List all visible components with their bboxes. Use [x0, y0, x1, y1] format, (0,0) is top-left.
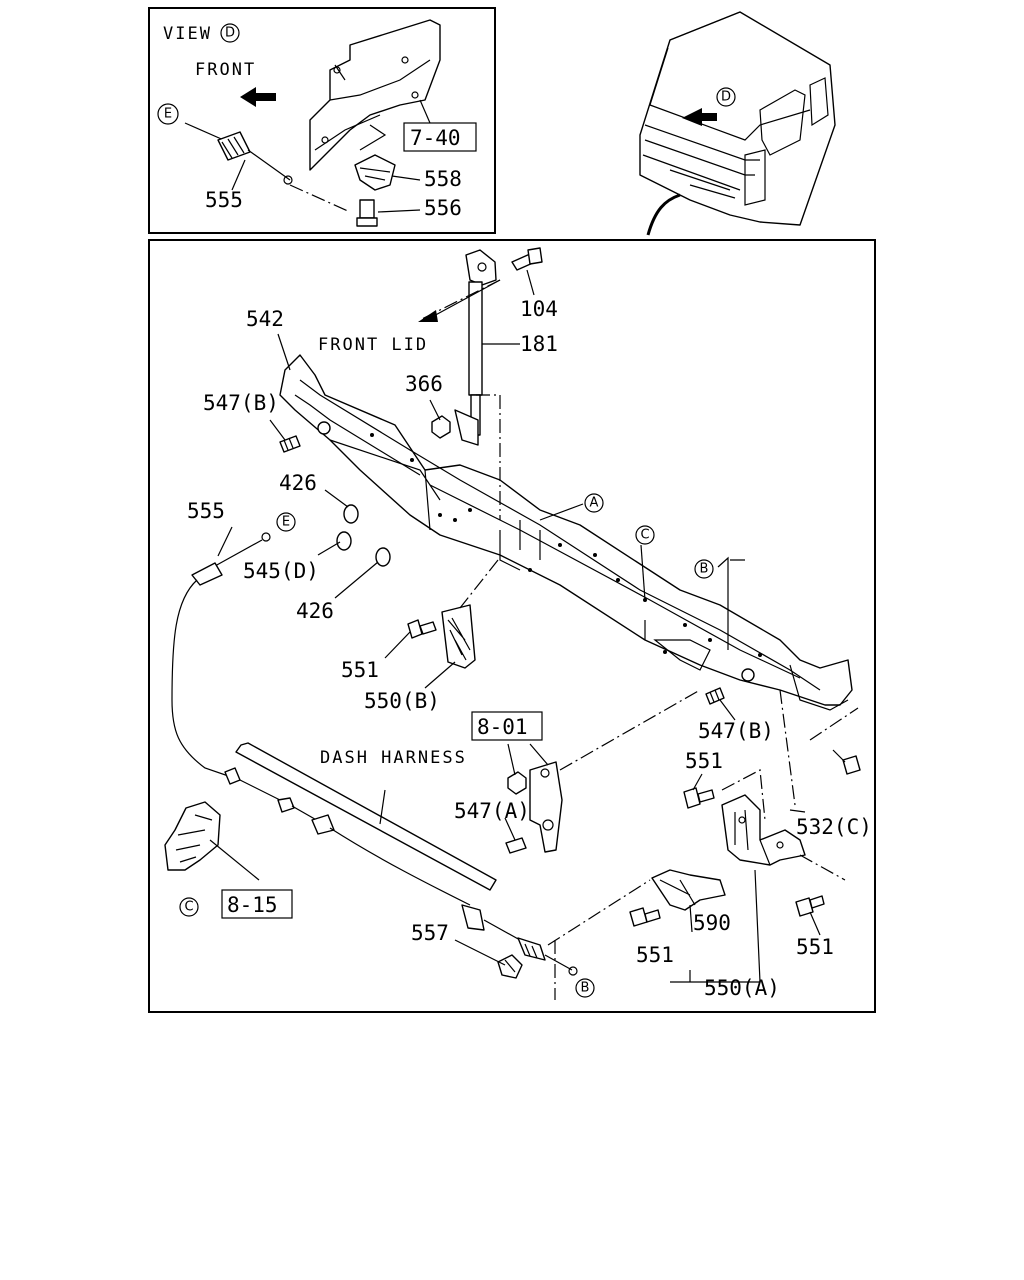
- plug-545d: [336, 531, 352, 551]
- label-555-inset: 555: [205, 188, 243, 212]
- svg-text:E: E: [164, 107, 172, 122]
- inset-circle-e: E: [157, 103, 179, 125]
- svg-text:C: C: [640, 528, 649, 543]
- bolt-551-right: [795, 895, 825, 917]
- label-551-upper: 551: [685, 749, 723, 773]
- circle-callout-e: E: [276, 512, 296, 532]
- label-556: 556: [424, 196, 462, 220]
- oring-426-bottom: [375, 547, 391, 567]
- view-label: VIEW: [163, 24, 212, 44]
- clip-558: [354, 154, 396, 191]
- cross-member-542: [279, 354, 853, 706]
- ref-box-8-15: 8-15: [221, 889, 293, 919]
- svg-text:E: E: [282, 515, 290, 530]
- label-532c: 532(C): [796, 815, 872, 839]
- circle-callout-c-bottom: C: [179, 897, 199, 917]
- inset-frame: [148, 7, 496, 234]
- label-547a: 547(A): [454, 799, 530, 823]
- front-lid-label: FRONT LID: [318, 335, 428, 355]
- label-550b: 550(B): [364, 689, 440, 713]
- front-label: FRONT: [195, 60, 256, 80]
- clamp-557: [497, 954, 523, 979]
- label-104: 104: [520, 297, 558, 321]
- front-lid-arrow-shaft: [429, 279, 501, 319]
- svg-text:B: B: [581, 981, 590, 996]
- circle-callout-a: A: [584, 493, 604, 513]
- ref-box-7-40: 7-40: [403, 122, 477, 152]
- cab-view-d-circle: D: [716, 87, 736, 107]
- truck-cab-illustration: D: [639, 11, 836, 236]
- ref-box-8-01: 8-01: [471, 711, 543, 741]
- inset-cable-555: [217, 131, 293, 185]
- label-547b-right: 547(B): [698, 719, 774, 743]
- phantom-lines: [419, 279, 859, 1000]
- svg-text:8-15: 8-15: [227, 893, 278, 917]
- label-426-bottom: 426: [296, 599, 334, 623]
- bolt-551-left: [407, 619, 437, 639]
- main-diagram: FRONT LID DASH HARNESS 104 542 181 366 5…: [164, 247, 872, 1000]
- svg-text:8-01: 8-01: [477, 715, 528, 739]
- inset-view-d: VIEW D FRONT E: [148, 7, 496, 234]
- label-547b-top: 547(B): [203, 391, 279, 415]
- front-lid-arrow-icon: [418, 310, 438, 322]
- bolt-547b-right: [705, 687, 725, 705]
- bolt-532c: [832, 749, 861, 775]
- label-542: 542: [246, 307, 284, 331]
- bolt-556: [356, 199, 378, 227]
- dash-harness-label: DASH HARNESS: [320, 748, 467, 768]
- label-555: 555: [187, 499, 225, 523]
- oring-426-top: [343, 504, 359, 524]
- svg-text:D: D: [225, 26, 235, 41]
- clip-8-15: [164, 801, 221, 871]
- svg-text:B: B: [700, 562, 709, 577]
- bolt-551-upper: [683, 787, 715, 809]
- label-545d: 545(D): [243, 559, 319, 583]
- label-181: 181: [520, 332, 558, 356]
- main-frame: [148, 239, 876, 1013]
- label-366: 366: [405, 372, 443, 396]
- bolt-547b-left: [279, 435, 301, 453]
- label-551-lower: 551: [636, 943, 674, 967]
- dash-harness: [235, 742, 497, 891]
- view-d-circle-marker: D: [220, 23, 240, 43]
- front-arrow-icon: [240, 87, 276, 107]
- bolt-551-lower: [629, 907, 661, 927]
- circle-callout-c-top: C: [635, 525, 655, 545]
- bolt-104: [511, 247, 543, 271]
- label-558: 558: [424, 167, 462, 191]
- cross-member-holes: [370, 433, 762, 657]
- cab-front-arrow-icon: [682, 108, 717, 126]
- circle-callout-b-top: B: [694, 559, 714, 579]
- label-590: 590: [693, 911, 731, 935]
- label-550a: 550(A): [704, 976, 780, 1000]
- circle-callout-b-bottom: B: [575, 978, 595, 998]
- bracket-550b: [441, 604, 476, 669]
- nut-366: [431, 415, 451, 439]
- svg-text:A: A: [590, 496, 599, 511]
- svg-text:7-40: 7-40: [410, 126, 461, 150]
- label-426-top: 426: [279, 471, 317, 495]
- label-551-right: 551: [796, 935, 834, 959]
- label-551-left: 551: [341, 658, 379, 682]
- hood-release-cable-555: [171, 532, 578, 976]
- lever-590: [651, 869, 726, 911]
- leader-lines: [209, 269, 821, 983]
- svg-text:C: C: [184, 900, 193, 915]
- svg-text:D: D: [721, 90, 731, 105]
- gas-strut-181: [454, 249, 497, 446]
- nut-547a: [507, 771, 527, 795]
- bolt-547a: [505, 837, 527, 854]
- label-557: 557: [411, 921, 449, 945]
- hood-latch-bracket: [529, 761, 563, 853]
- bracket-550a: [721, 794, 806, 866]
